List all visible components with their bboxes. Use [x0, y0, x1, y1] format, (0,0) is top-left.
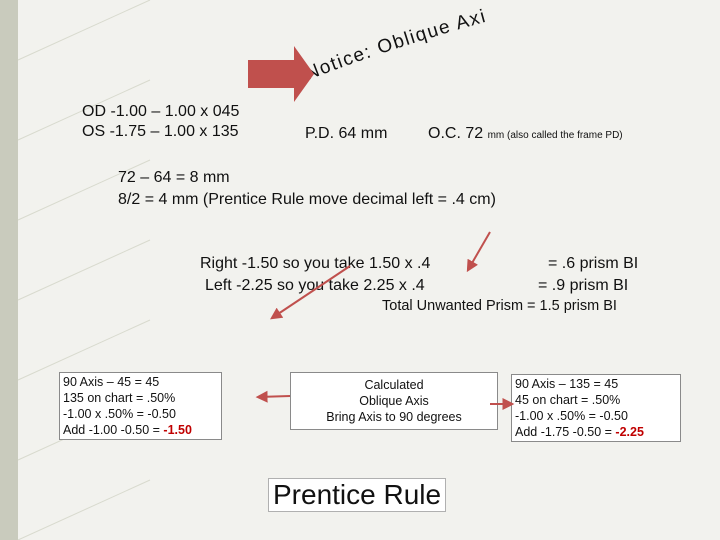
total-prism: Total Unwanted Prism = 1.5 prism BI: [382, 298, 617, 314]
oc-note: mm (also called the frame PD): [487, 130, 623, 141]
arrow-to-prism-right: [466, 231, 491, 273]
slide-title: Notice: Oblique Axis: [300, 8, 489, 85]
box-right-line-2: 45 on chart = .50%: [515, 393, 621, 407]
prism-right-result: = .6 prism BI: [548, 255, 639, 272]
oc-value: O.C. 72 mm (also called the frame PD): [428, 124, 623, 146]
box-center-line-3: Bring Axis to 90 degrees: [326, 410, 462, 424]
left-band: [0, 0, 18, 540]
box-left-line-2: 135 on chart = .50%: [63, 391, 176, 405]
slide-title-text: Notice: Oblique Axis: [300, 8, 489, 85]
prism-left: Left -2.25 so you take 2.25 x .4: [205, 277, 425, 294]
decorative-stripes: [17, 0, 151, 540]
box-calculated-oblique: Calculated Oblique Axis Bring Axis to 90…: [290, 372, 498, 430]
box-center-line-1: Calculated: [364, 378, 424, 392]
box-center-line-2: Oblique Axis: [359, 394, 429, 408]
box-right-line-3: -1.00 x .50% = -0.50: [515, 409, 628, 423]
footer-title: Prentice Rule: [268, 478, 447, 512]
box-right-add-value: -2.25: [615, 425, 644, 439]
pd-value: P.D. 64 mm: [305, 125, 388, 142]
box-left-line-4: Add -1.00 -0.50 = -1.50: [63, 422, 218, 438]
rx-os: OS -1.75 – 1.00 x 135: [82, 123, 239, 140]
box-left-add-value: -1.50: [163, 423, 192, 437]
box-right-line-4: Add -1.75 -0.50 = -2.25: [515, 424, 677, 440]
box-left-eye: 90 Axis – 45 = 45 135 on chart = .50% -1…: [59, 372, 222, 440]
box-left-add-label: Add -1.00 -0.50 =: [63, 423, 164, 437]
box-right-line-1: 90 Axis – 135 = 45: [515, 377, 619, 391]
oc-main: O.C. 72: [428, 125, 484, 142]
prism-left-result: = .9 prism BI: [538, 277, 629, 294]
calc-line-1: 72 – 64 = 8 mm: [118, 169, 230, 186]
calc-line-2: 8/2 = 4 mm (Prentice Rule move decimal l…: [118, 191, 496, 208]
box-right-eye: 90 Axis – 135 = 45 45 on chart = .50% -1…: [511, 374, 681, 442]
rx-od: OD -1.00 – 1.00 x 045: [82, 103, 240, 120]
box-right-add-label: Add -1.75 -0.50 =: [515, 425, 616, 439]
box-left-line-1: 90 Axis – 45 = 45: [63, 375, 160, 389]
box-left-line-3: -1.00 x .50% = -0.50: [63, 407, 176, 421]
prism-right: Right -1.50 so you take 1.50 x .4: [200, 255, 431, 272]
arrow-to-left-box: [255, 390, 291, 403]
